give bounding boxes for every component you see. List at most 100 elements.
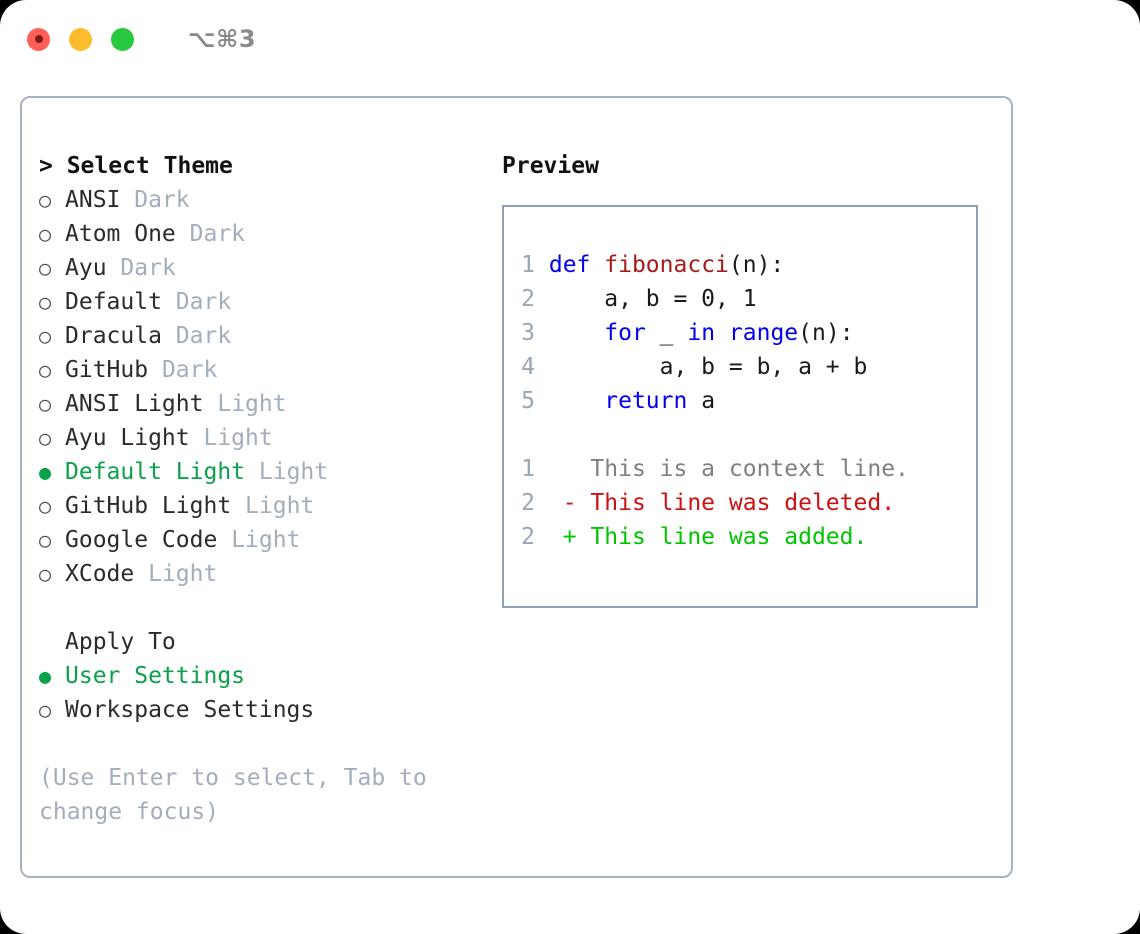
radio-empty-icon — [39, 523, 65, 557]
theme-name-gap — [120, 187, 134, 213]
theme-name: ANSI — [65, 187, 121, 213]
code-token — [590, 252, 604, 278]
theme-name: GitHub Light — [65, 493, 232, 519]
diff-sign: + — [562, 524, 577, 550]
gutter-gap — [535, 490, 563, 516]
theme-name-gap — [176, 221, 190, 247]
apply-to-options: User SettingsWorkspace Settings — [39, 659, 479, 727]
theme-variant-badge: Light — [217, 391, 287, 417]
code-token: a — [687, 388, 716, 414]
code-token: fibonacci — [604, 252, 729, 278]
theme-name-gap — [203, 391, 217, 417]
theme-name-gap — [107, 255, 121, 281]
theme-variant-badge: Light — [258, 459, 329, 485]
radio-empty-icon — [39, 285, 65, 319]
list-spacer — [39, 591, 479, 625]
diff-text: This is a context line. — [576, 456, 909, 482]
title-bar: ⌥⌘3 — [0, 0, 1140, 78]
theme-list-item[interactable]: GitHub Dark — [39, 353, 479, 387]
theme-list-item[interactable]: ANSI Light Light — [39, 387, 479, 421]
gutter-gap — [535, 456, 563, 482]
radio-empty-icon — [39, 319, 65, 353]
code-line: 1 def fibonacci(n): — [513, 248, 970, 282]
code-line: 3 for _ in range(n): — [513, 316, 970, 350]
line-number: 2 — [521, 286, 535, 312]
code-token: range — [728, 320, 799, 346]
theme-list-item[interactable]: Dracula Dark — [39, 319, 479, 353]
code-token: a, b = 0, 1 — [548, 286, 757, 312]
code-token: _ — [645, 320, 688, 346]
theme-name: Atom One — [65, 221, 176, 247]
gutter-gap — [535, 354, 549, 380]
theme-name-gap — [134, 561, 148, 587]
theme-name-gap — [162, 323, 176, 349]
theme-name: Ayu Light — [65, 425, 190, 451]
theme-variant-badge: Dark — [161, 357, 218, 383]
code-token: (n): — [728, 252, 785, 278]
gutter-gap — [535, 252, 549, 278]
apply-to-option[interactable]: User Settings — [39, 659, 479, 693]
theme-name-gap — [231, 493, 245, 519]
line-number: 1 — [521, 252, 535, 278]
window-title: ⌥⌘3 — [188, 25, 257, 53]
theme-variant-badge: Dark — [134, 187, 190, 213]
theme-list-item[interactable]: GitHub Light Light — [39, 489, 479, 523]
code-line: 5 return a — [513, 384, 970, 418]
theme-name-gap — [148, 357, 162, 383]
theme-list-item[interactable]: XCode Light — [39, 557, 479, 591]
diff-sign — [563, 456, 577, 482]
theme-list-item[interactable]: Ayu Light Light — [39, 421, 479, 455]
radio-selected-icon — [39, 455, 65, 489]
code-token: (n): — [798, 320, 854, 346]
minimize-window-button[interactable] — [69, 27, 92, 51]
theme-name-gap — [162, 289, 176, 315]
line-number: 1 — [521, 456, 535, 482]
preview-heading: Preview — [502, 153, 599, 179]
radio-empty-icon — [39, 693, 65, 727]
radio-empty-icon — [39, 557, 65, 591]
code-token: return — [604, 388, 688, 414]
theme-variant-badge: Dark — [175, 323, 232, 349]
code-diff-separator — [513, 418, 970, 452]
zoom-window-button[interactable] — [111, 27, 134, 51]
theme-variant-badge: Dark — [189, 221, 246, 247]
radio-empty-icon — [39, 421, 65, 455]
gutter-gap — [535, 320, 549, 346]
apply-to-option[interactable]: Workspace Settings — [39, 693, 479, 727]
main-panel: > Select Theme ANSI DarkAtom One DarkAyu… — [20, 96, 1013, 878]
apply-to-heading-label: Apply To — [65, 629, 176, 655]
theme-name: Google Code — [65, 527, 218, 553]
code-token — [549, 320, 604, 346]
code-line: 4 a, b = b, a + b — [513, 350, 970, 384]
theme-list-item[interactable]: Atom One Dark — [39, 217, 479, 251]
theme-variant-badge: Dark — [175, 289, 232, 315]
diff-text: This line was added. — [576, 524, 868, 550]
theme-name: ANSI Light — [65, 391, 204, 417]
theme-name: Dracula — [65, 323, 162, 349]
theme-name: XCode — [65, 561, 135, 587]
theme-list-item[interactable]: Default Light Light — [39, 455, 479, 489]
radio-selected-icon — [39, 659, 65, 693]
close-window-button[interactable] — [27, 27, 50, 51]
code-token: a, b = b, a + b — [548, 354, 868, 380]
theme-list-item[interactable]: Google Code Light — [39, 523, 479, 557]
theme-variant-badge: Light — [231, 527, 301, 553]
theme-variant-badge: Light — [148, 561, 218, 587]
line-number: 4 — [521, 354, 535, 380]
theme-variant-badge: Dark — [120, 255, 176, 281]
theme-name: Default Light — [65, 459, 246, 485]
theme-list-item[interactable]: Default Dark — [39, 285, 479, 319]
theme-name-gap — [245, 459, 259, 485]
preview-column: Preview 1 def fibonacci(n):2 a, b = 0, 1… — [502, 149, 992, 608]
line-number: 5 — [521, 388, 535, 414]
theme-name-gap — [190, 425, 204, 451]
theme-list-item[interactable]: ANSI Dark — [39, 183, 479, 217]
code-line: 2 a, b = 0, 1 — [513, 282, 970, 316]
theme-list-item[interactable]: Ayu Dark — [39, 251, 479, 285]
apply-to-option-label: Workspace Settings — [65, 697, 315, 723]
code-token — [549, 388, 604, 414]
line-number: 2 — [521, 524, 535, 550]
